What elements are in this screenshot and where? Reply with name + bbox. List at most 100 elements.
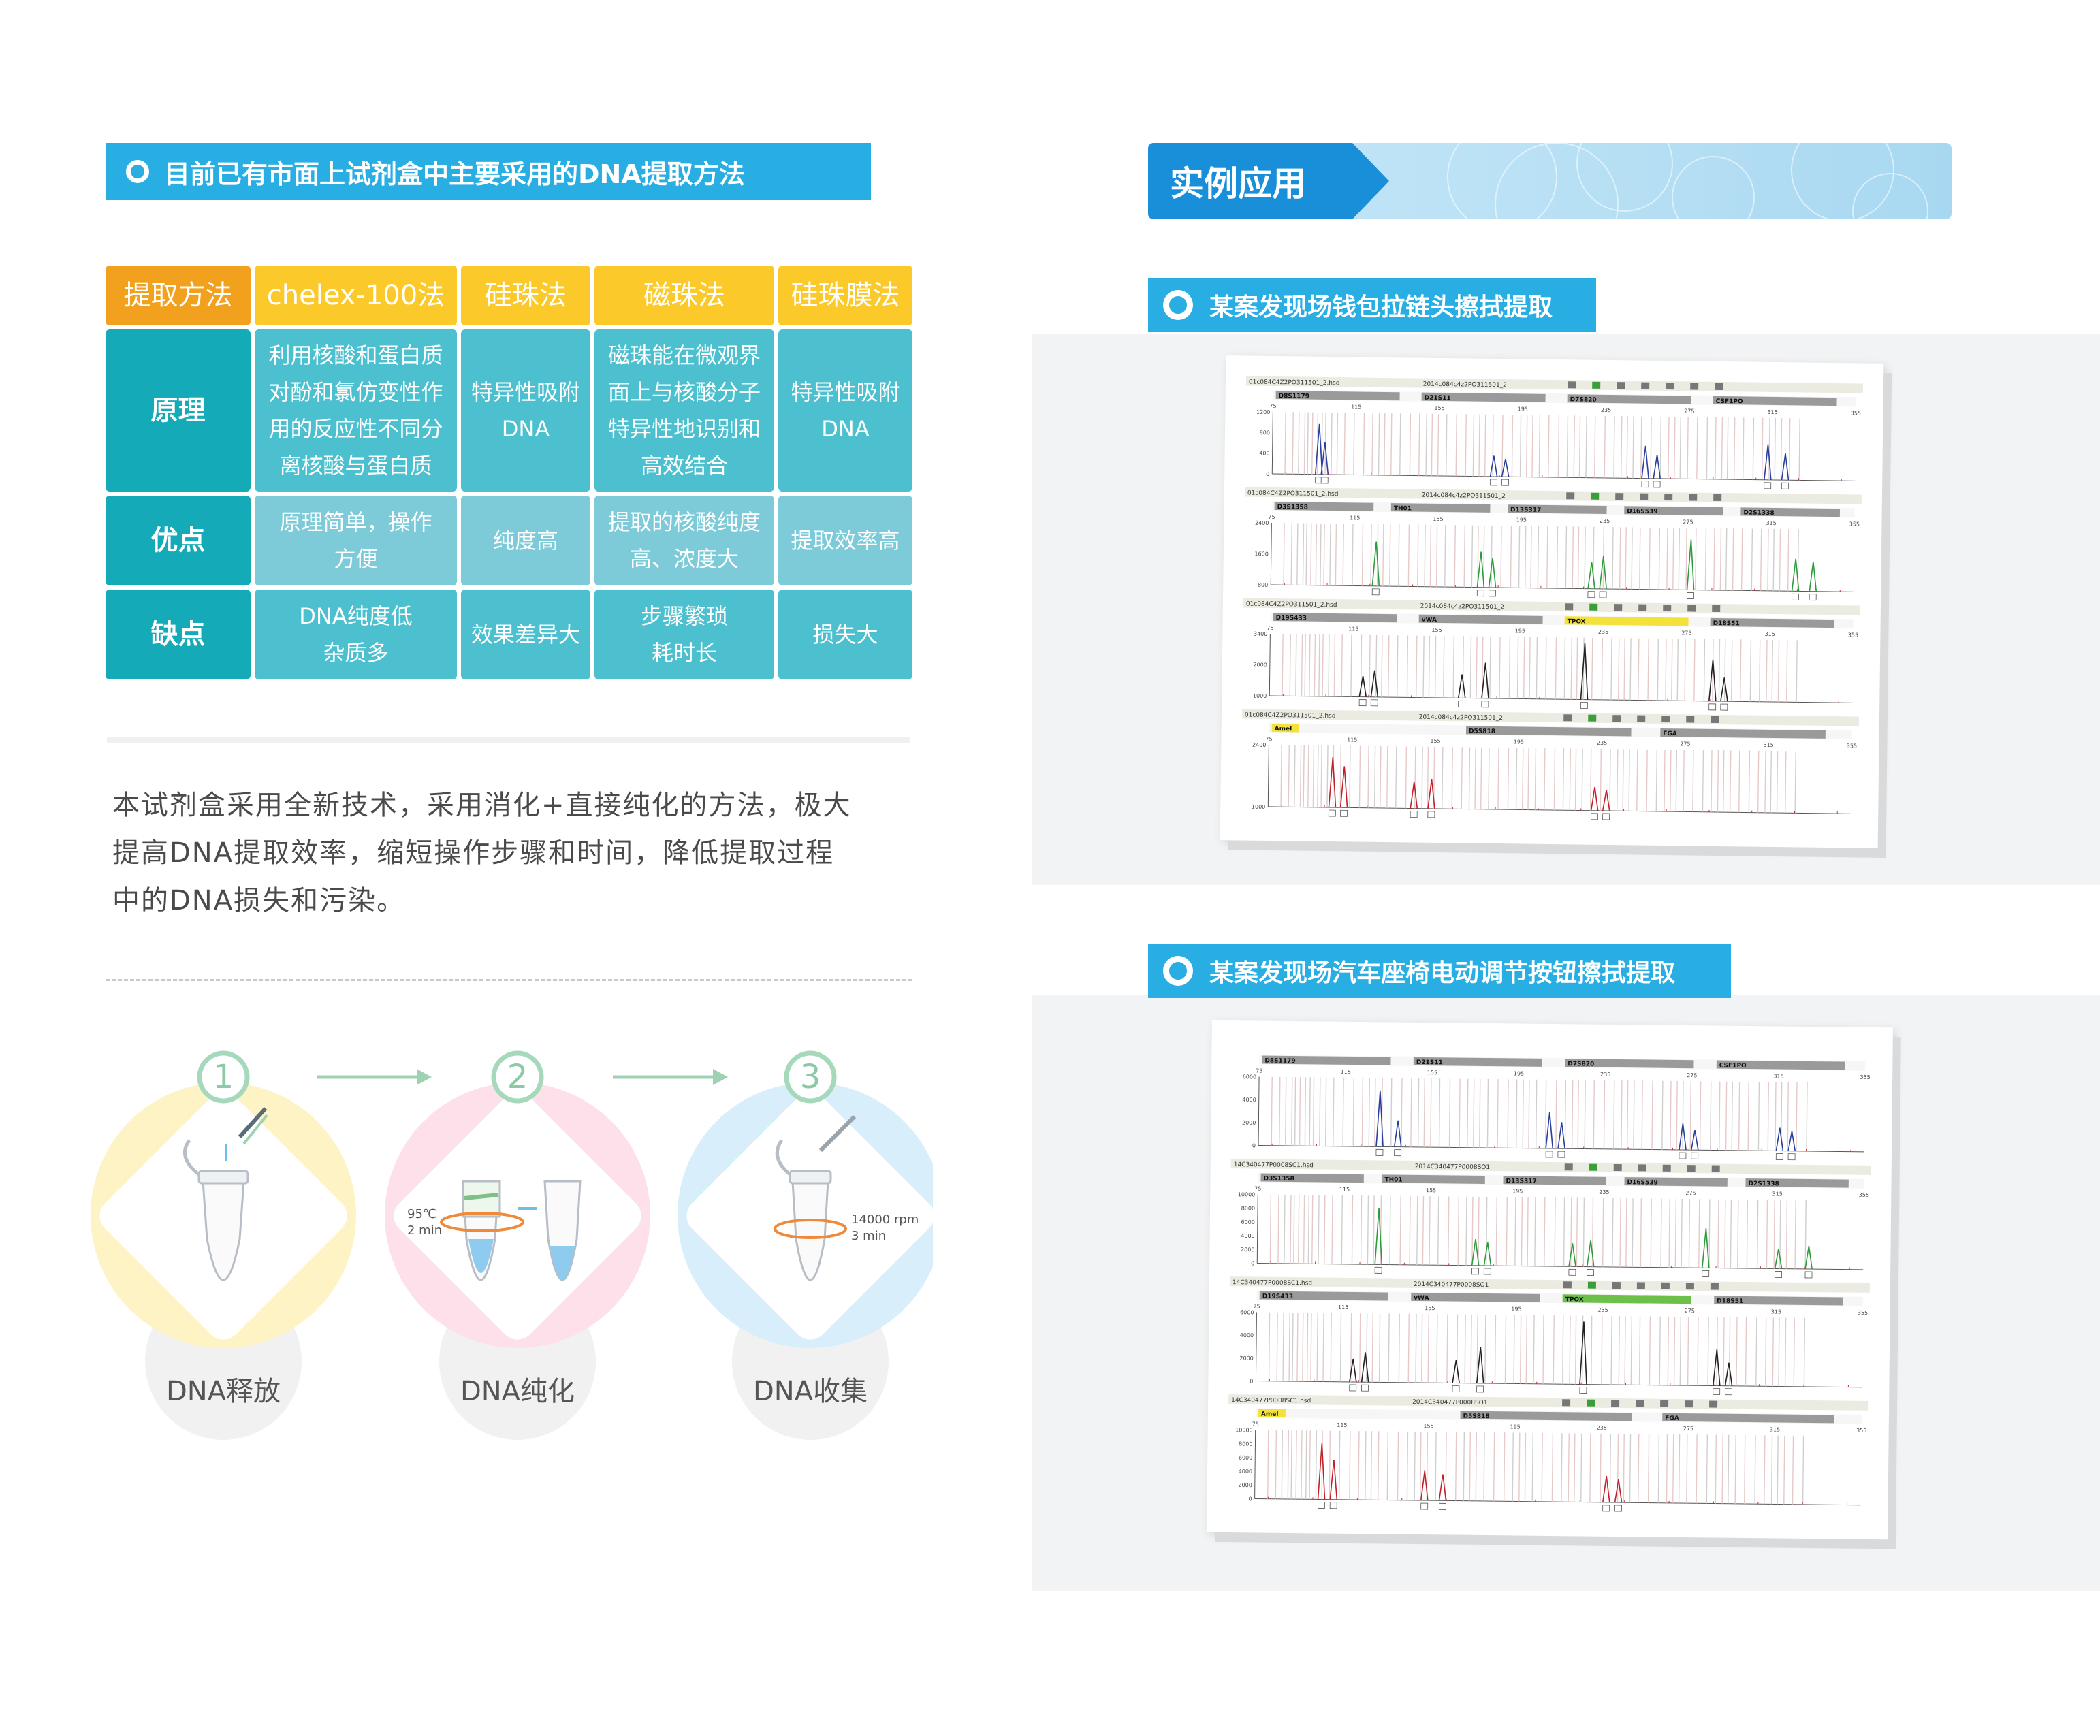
bin-line (1788, 418, 1791, 481)
y-tick-label: 8000 (1241, 1205, 1255, 1211)
allele-label-box (1580, 702, 1588, 709)
bin-line (1497, 748, 1499, 810)
peak (1641, 445, 1649, 479)
y-tick-label: 6000 (1239, 1455, 1252, 1461)
cell-line: DNA (821, 416, 870, 442)
table-cell: 提取的核酸纯度高、浓度大 (594, 496, 774, 585)
toolbar-icon (1566, 492, 1575, 500)
bin-line (1751, 528, 1753, 591)
bin-line (1640, 416, 1642, 479)
sample-name: 2014c084c4z2PO311501_2 (1420, 603, 1504, 611)
table-header-cell: 磁珠法 (594, 266, 774, 325)
x-tick-label: 355 (1848, 632, 1858, 638)
bin-line (1722, 750, 1725, 813)
bin-line (1420, 1432, 1422, 1501)
bin-line (1561, 1433, 1563, 1502)
locus-box (1567, 394, 1691, 404)
locus-box (1624, 1177, 1728, 1187)
y-tick-label: 4000 (1242, 1097, 1256, 1103)
bin-line (1664, 750, 1666, 812)
allele-label-box (1420, 1502, 1429, 1510)
sample-name: 2014C340477P0008SO1 (1412, 1399, 1488, 1407)
bin-line (1590, 1315, 1593, 1385)
bin-line (1284, 412, 1286, 475)
x-tick-label: 115 (1339, 1187, 1350, 1193)
locus-label: D7S820 (1570, 396, 1597, 403)
table-cell: 特异性吸附 DNA (778, 329, 912, 492)
peak (1602, 790, 1610, 811)
cell-line: 效果差异大 (471, 622, 580, 647)
allele-label-box (1501, 479, 1509, 486)
peak (1791, 558, 1800, 592)
bin-line (1277, 1194, 1279, 1264)
locus-box (1713, 396, 1837, 406)
locus-box (1411, 1292, 1540, 1302)
bin-line (1625, 1198, 1627, 1268)
y-tick-label: 6000 (1241, 1219, 1254, 1225)
x-tick-label: 75 (1253, 1303, 1260, 1309)
cell-line: 特异性吸附 (471, 379, 580, 405)
bin-line (1294, 1077, 1296, 1146)
bin-line (1772, 1317, 1775, 1387)
bin-line (1574, 748, 1577, 811)
bin-line (1600, 1433, 1602, 1502)
cell-line: 步骤繁琐 (640, 603, 728, 629)
table-cell: DNA纯度低杂质多 (255, 590, 457, 679)
bin-line (1646, 749, 1648, 811)
bin-line (1410, 1078, 1412, 1147)
x-tick-label: 115 (1338, 1304, 1348, 1311)
bin-line (1459, 1078, 1461, 1148)
step-3-time: 3 min (851, 1229, 887, 1243)
bin-line (1773, 1200, 1775, 1269)
locus-label: CSF1PO (1716, 398, 1743, 405)
x-tick-label: 235 (1600, 1072, 1610, 1078)
methods-table: 提取方法 chelex-100法 硅珠法 磁珠法 硅珠膜法 原理利用核酸和蛋白质… (106, 266, 912, 684)
bin-line (1740, 528, 1743, 591)
bin-line (1529, 637, 1531, 699)
allele-label-box (1328, 809, 1336, 817)
bin-line (1478, 414, 1480, 477)
bin-line (1397, 635, 1399, 698)
table-cell: 纯度高 (461, 496, 590, 585)
locus-box (1275, 391, 1400, 401)
bin-line (1531, 1432, 1533, 1502)
bin-line (1358, 745, 1361, 808)
bin-line (1378, 1431, 1380, 1500)
bin-line (1574, 1433, 1576, 1502)
allele-label-box (1458, 700, 1466, 707)
bin-line (1384, 413, 1386, 475)
bin-line (1649, 1316, 1651, 1385)
cell-line: 特异性吸附 (791, 379, 900, 405)
cell-line: 杂质多 (323, 640, 389, 666)
x-axis (1256, 1380, 1862, 1388)
bin-line (1784, 1317, 1787, 1387)
toolbar-icon (1589, 603, 1598, 611)
bin-line (1600, 748, 1602, 811)
peak (1489, 455, 1498, 477)
toolbar-icon (1709, 1400, 1718, 1408)
sample-name: 2014c084c4z2PO311501_2 (1422, 492, 1506, 500)
bin-line (1702, 750, 1704, 812)
bin-line (1681, 1199, 1683, 1268)
x-tick-label: 235 (1597, 1425, 1607, 1431)
x-axis (1257, 1262, 1864, 1270)
peak (1686, 539, 1695, 590)
bin-line (1288, 1312, 1290, 1382)
x-tick-label: 75 (1265, 736, 1272, 742)
peak (1804, 1245, 1813, 1270)
bin-line (1668, 1198, 1670, 1268)
bin-line (1717, 1199, 1719, 1268)
circle-bullet-icon (126, 160, 149, 183)
bin-line (1582, 1197, 1585, 1267)
bin-line (1704, 528, 1707, 590)
step-2-time: 2 min (407, 1223, 443, 1238)
bin-line (1516, 637, 1519, 699)
allele-label-box (1489, 479, 1497, 486)
bin-line (1369, 634, 1371, 697)
bin-line (1280, 745, 1282, 807)
bin-line (1670, 1080, 1672, 1150)
allele-label-box (1679, 1152, 1687, 1159)
toolbar-icon (1641, 382, 1650, 389)
step-3-speed: 14000 rpm (851, 1212, 919, 1227)
bin-line (1623, 1434, 1625, 1503)
